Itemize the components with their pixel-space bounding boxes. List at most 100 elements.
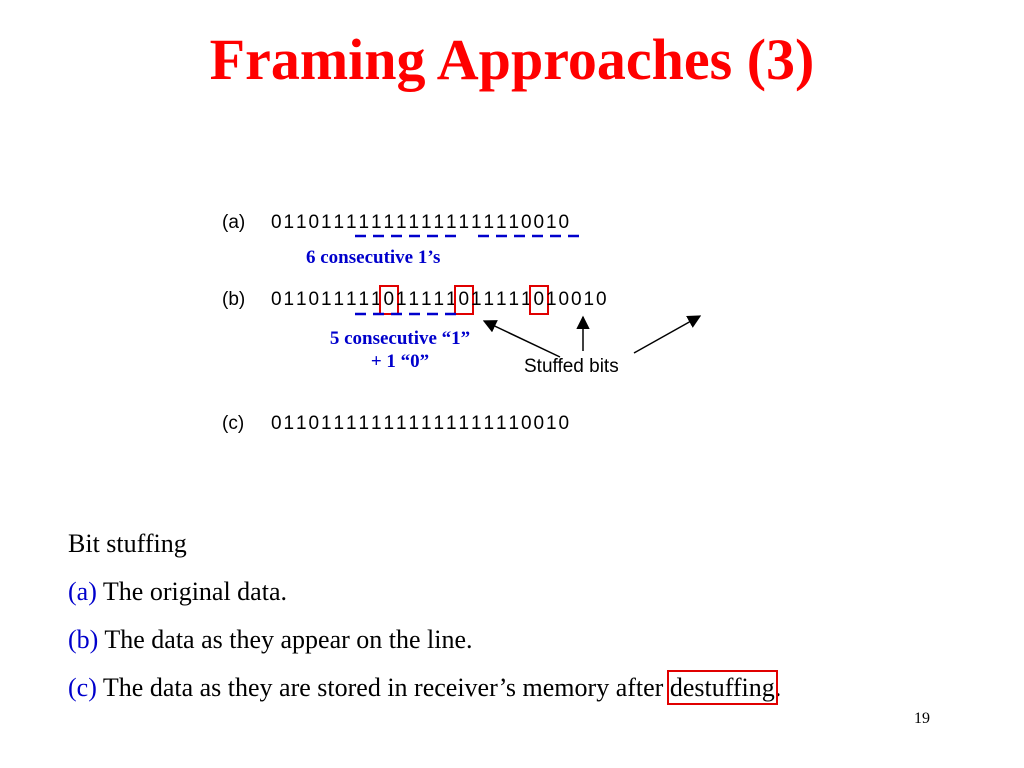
bit: 0 <box>270 212 282 233</box>
bit: 1 <box>495 413 507 434</box>
stuffed-bits-label: Stuffed bits <box>524 356 619 377</box>
bit: 1 <box>445 289 457 310</box>
caption-c-text: The data as they are stored in receiver’… <box>102 673 664 702</box>
bit: 1 <box>358 289 370 310</box>
row-b-label: (b) <box>222 289 246 310</box>
bit: 0 <box>533 413 545 434</box>
bit: 1 <box>495 289 507 310</box>
bit: 0 <box>270 289 282 310</box>
bit: 1 <box>470 413 482 434</box>
bit: 1 <box>495 212 507 233</box>
bit: 1 <box>433 413 445 434</box>
bit: 0 <box>558 212 570 233</box>
bit: 1 <box>483 413 495 434</box>
slide-title: Framing Approaches (3) <box>209 27 815 92</box>
bit: 1 <box>283 212 295 233</box>
row-a-label: (a) <box>222 212 246 233</box>
bit: 1 <box>370 289 382 310</box>
bit: 0 <box>270 413 282 434</box>
bit: 0 <box>570 289 582 310</box>
bit: 0 <box>595 289 607 310</box>
bit: 1 <box>545 212 557 233</box>
stuffed-bit: 0 <box>528 285 549 315</box>
bit: 1 <box>458 212 470 233</box>
bit: 1 <box>408 289 420 310</box>
bit: 1 <box>420 289 432 310</box>
bit: 1 <box>320 212 332 233</box>
bit: 1 <box>295 289 307 310</box>
caption-heading: Bit stuffing <box>68 529 187 558</box>
bit: 1 <box>395 212 407 233</box>
arrow-right <box>633 315 702 354</box>
stuffed-bit: 0 <box>453 285 474 315</box>
bit: 1 <box>445 413 457 434</box>
caption-b-text: The data as they appear on the line. <box>104 625 473 654</box>
bit: 1 <box>395 289 407 310</box>
bit: 1 <box>320 413 332 434</box>
page-number: 19 <box>914 710 930 727</box>
bit: 1 <box>283 413 295 434</box>
caption-c-end: . <box>774 673 782 702</box>
bit: 1 <box>333 212 345 233</box>
bit: 1 <box>470 212 482 233</box>
note-six-consecutive: 6 consecutive 1’s <box>306 247 441 268</box>
bit: 1 <box>370 413 382 434</box>
caption-c: (c) The data as they are stored in recei… <box>68 670 782 705</box>
bit: 1 <box>333 413 345 434</box>
caption-b: (b) The data as they appear on the line. <box>68 625 473 655</box>
bit: 1 <box>345 212 357 233</box>
caption-c-tag: (c) <box>68 673 97 702</box>
bit: 1 <box>508 413 520 434</box>
caption-b-tag: (b) <box>68 625 99 654</box>
bit: 1 <box>433 289 445 310</box>
bit: 1 <box>583 289 595 310</box>
bit: 0 <box>558 413 570 434</box>
bit: 1 <box>445 212 457 233</box>
bit: 0 <box>558 289 570 310</box>
arrow-left <box>482 320 561 358</box>
bit: 1 <box>333 289 345 310</box>
bit: 0 <box>308 212 320 233</box>
bit: 1 <box>483 212 495 233</box>
bit: 0 <box>533 212 545 233</box>
bit: 1 <box>320 289 332 310</box>
bit: 1 <box>408 413 420 434</box>
bit: 1 <box>283 289 295 310</box>
bit: 1 <box>458 413 470 434</box>
bit: 1 <box>383 212 395 233</box>
caption-a-tag: (a) <box>68 577 97 606</box>
bit: 1 <box>295 212 307 233</box>
note-five-consecutive: 5 consecutive “1” + 1 “0” <box>300 328 500 374</box>
bit: 1 <box>370 212 382 233</box>
bit: 1 <box>395 413 407 434</box>
bit: 1 <box>545 413 557 434</box>
row-c-label: (c) <box>222 413 245 434</box>
note-b-line1: 5 consecutive “1” <box>329 328 471 349</box>
bit: 1 <box>433 212 445 233</box>
bit: 0 <box>520 212 532 233</box>
bit: 1 <box>358 413 370 434</box>
bit: 1 <box>508 212 520 233</box>
stuffed-bit: 0 <box>378 285 399 315</box>
bit: 1 <box>545 289 557 310</box>
bit: 0 <box>308 413 320 434</box>
bit: 1 <box>470 289 482 310</box>
caption-a-text: The original data. <box>102 577 287 606</box>
bit: 1 <box>295 413 307 434</box>
bit: 1 <box>345 413 357 434</box>
note-b-line2: + 1 “0” <box>370 350 430 372</box>
caption-c-highlight: destuffing <box>666 670 778 705</box>
bit: 1 <box>520 289 532 310</box>
bit: 1 <box>358 212 370 233</box>
bit: 1 <box>420 413 432 434</box>
caption-a: (a) The original data. <box>68 577 287 607</box>
bit: 1 <box>508 289 520 310</box>
bit: 1 <box>483 289 495 310</box>
bit: 1 <box>420 212 432 233</box>
